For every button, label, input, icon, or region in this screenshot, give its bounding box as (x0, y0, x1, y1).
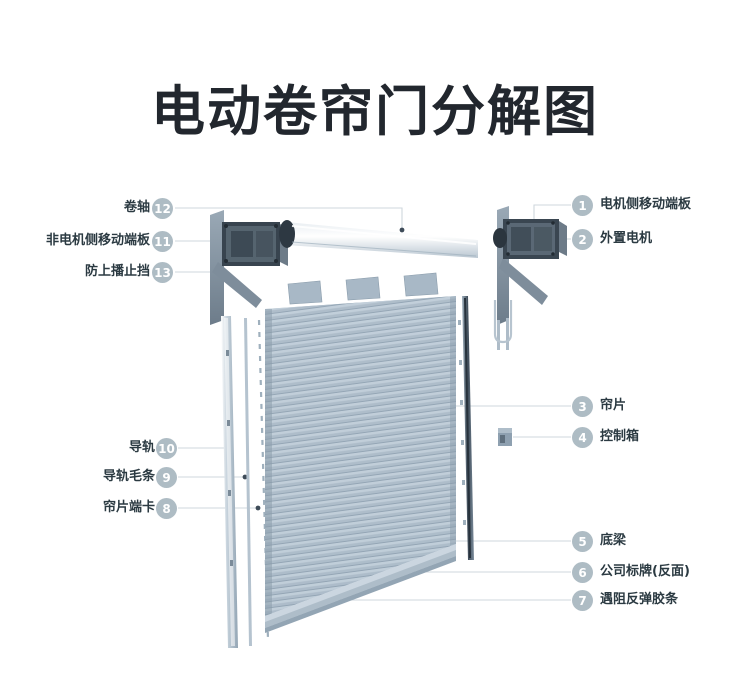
guide-rail-brush-strip (244, 318, 252, 646)
label-text-4: 控制箱 (600, 429, 640, 444)
page-title: 电动卷帘门分解图 (151, 80, 599, 143)
non-motor-end-plate-assembly (210, 210, 288, 325)
rail-cover-hook (493, 300, 513, 344)
label-badge-10[interactable]: 10 (156, 438, 177, 459)
label-badge-6[interactable]: 6 (572, 562, 593, 583)
guide-rail-left (221, 316, 238, 648)
curtain-slat-panel (265, 272, 456, 633)
label-badge-13[interactable]: 13 (152, 262, 173, 283)
label-badge-5[interactable]: 5 (572, 531, 593, 552)
label-text-5: 底梁 (600, 533, 627, 548)
label-text-11: 非电机侧移动端板 (45, 233, 150, 248)
label-text-12: 卷轴 (123, 200, 150, 215)
label-badge-11[interactable]: 11 (152, 231, 173, 252)
label-text-1: 电机侧移动端板 (600, 197, 692, 212)
label-badge-7[interactable]: 7 (572, 590, 593, 611)
control-box (498, 428, 512, 446)
label-badge-2[interactable]: 2 (572, 229, 593, 250)
label-text-2: 外置电机 (600, 231, 653, 246)
label-text-6: 公司标牌(反面) (600, 564, 690, 579)
label-badge-12[interactable]: 12 (152, 198, 173, 219)
label-badge-8[interactable]: 8 (156, 498, 177, 519)
label-text-13: 防上播止挡 (84, 264, 150, 279)
slat-right-clips (458, 320, 466, 525)
label-badge-4[interactable]: 4 (572, 427, 593, 448)
label-text-3: 帘片 (600, 398, 627, 413)
label-text-8: 帘片端卡 (102, 500, 155, 515)
guide-rail-right (462, 296, 474, 560)
roller-shaft (279, 220, 478, 258)
label-badge-1[interactable]: 1 (572, 195, 593, 216)
label-badge-3[interactable]: 3 (572, 396, 593, 417)
label-text-7: 遇阻反弹胶条 (600, 592, 679, 607)
motor-side-end-plate-assembly (493, 206, 567, 350)
label-badge-9[interactable]: 9 (156, 467, 177, 488)
label-text-9: 导轨毛条 (102, 469, 155, 484)
label-text-10: 导轨 (128, 440, 155, 455)
